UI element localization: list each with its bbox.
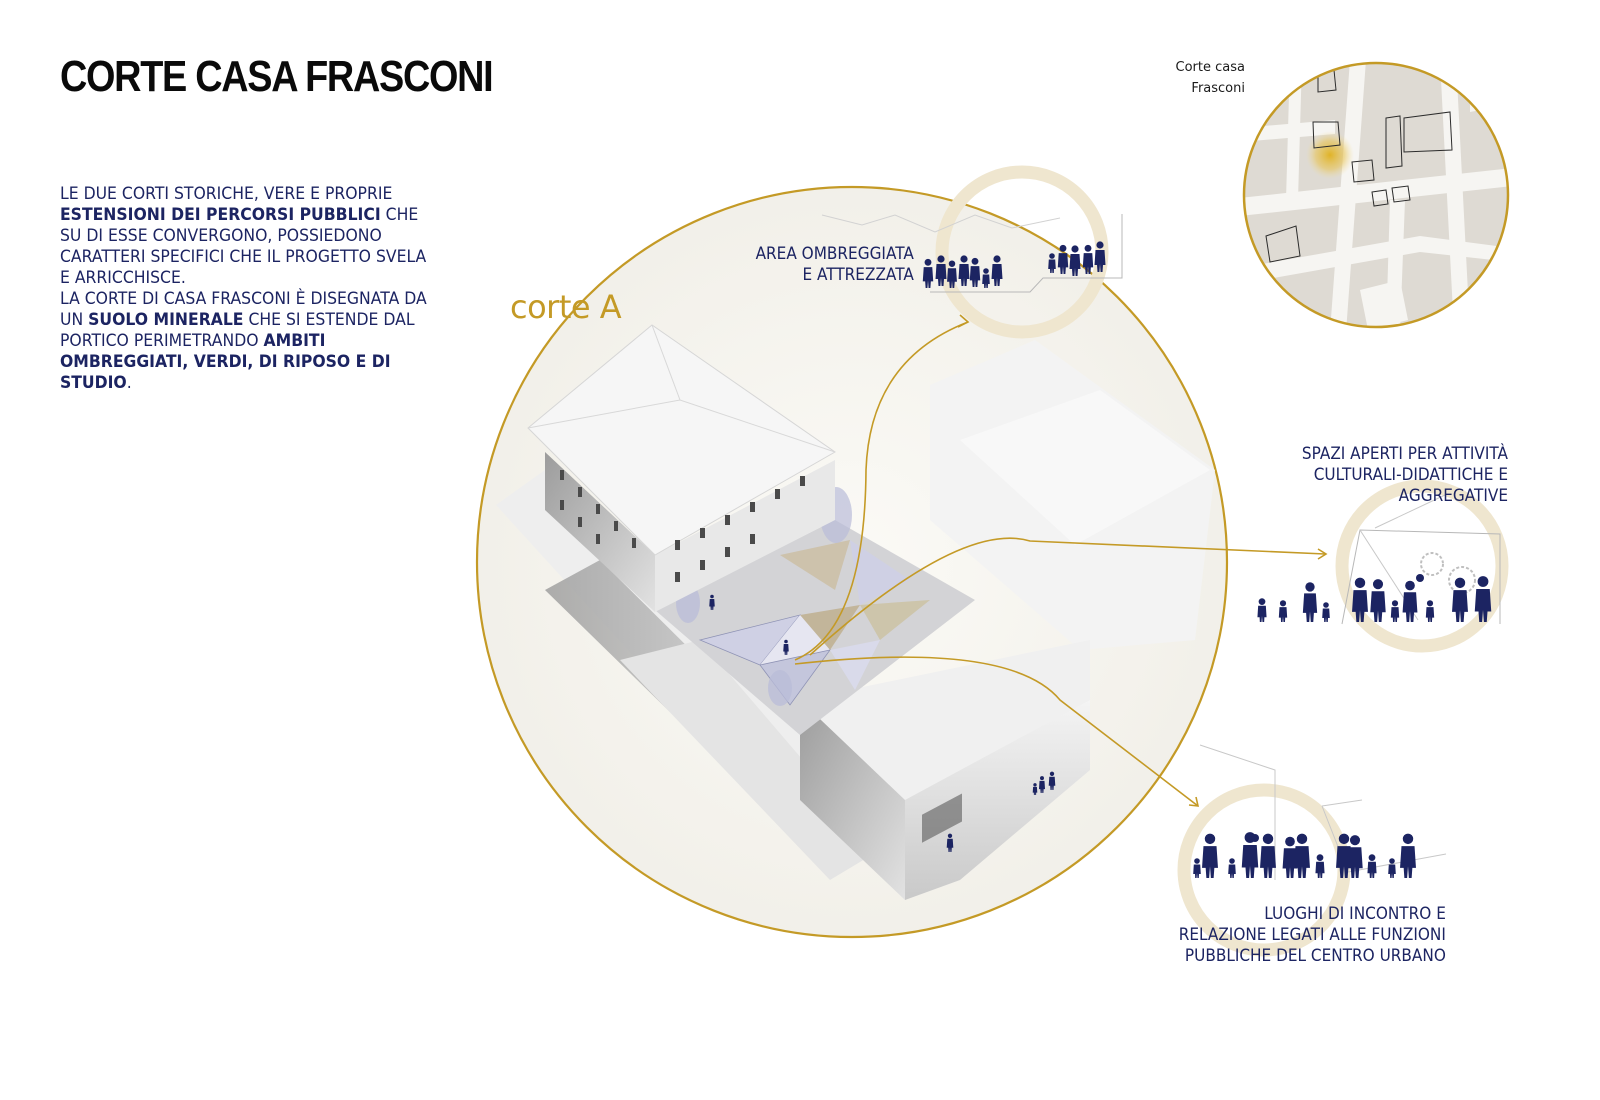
corte-label: corte A: [510, 288, 622, 326]
sketch-luoghi: [1193, 744, 1447, 880]
callout-line: CULTURALI-DIDATTICHE E: [1313, 465, 1508, 485]
arrow-area: [794, 321, 969, 661]
callout-line: E ATTREZZATA: [802, 265, 914, 285]
right-wing-opening: [922, 793, 962, 843]
intro-text-span: CHE SI ESTENDE DAL PORTICO PERIMETRANDO: [60, 310, 415, 351]
location-highlight: [1306, 131, 1354, 179]
intro-bold-span: SUOLO MINERALE: [88, 310, 244, 330]
right-wing-wall-left: [800, 700, 905, 900]
gear-icon: [1420, 552, 1444, 576]
street-lower: [620, 640, 880, 880]
intro-text-span: LA CORTE DI CASA FRASCONI È DISEGNATA DA…: [60, 289, 427, 330]
people-group-luoghi: [1193, 832, 1416, 878]
canopy-structure: [698, 540, 930, 706]
back-roof: [960, 390, 1210, 545]
callout-line: AREA OMBREGGIATA: [755, 244, 914, 264]
location-map: [1242, 61, 1510, 329]
building-windows: [560, 470, 805, 582]
intro-bold-span: ESTENSIONI DEI PERCORSI PUBBLICI: [60, 205, 381, 225]
ring-spazi: [1335, 479, 1509, 653]
intro-bold-span: AMBITI OMBREGGIATI, VERDI, DI RIPOSO E D…: [60, 331, 391, 393]
sketch-spazi: [1257, 494, 1501, 625]
intro-text-span: LE DUE CORTI STORICHE, VERE E PROPRIE: [60, 184, 393, 204]
callout-luoghi: LUOGHI DI INCONTRO E RELAZIONE LEGATI AL…: [1179, 904, 1446, 967]
isometric-building-model: [496, 324, 1215, 900]
shelter-bubble: [768, 670, 792, 706]
map-streets: [1244, 63, 1508, 327]
callout-line: RELAZIONE LEGATI ALLE FUNZIONI: [1178, 925, 1446, 945]
callout-area: AREA OMBREGGIATA E ATTREZZATA: [756, 244, 914, 286]
callout-line: AGGREGATIVE: [1398, 486, 1508, 506]
main-building-side: [545, 452, 655, 612]
callout-spazi: SPAZI APERTI PER ATTIVITÀ CULTURALI-DIDA…: [1302, 444, 1508, 507]
callout-line: PUBBLICHE DEL CENTRO URBANO: [1185, 946, 1446, 966]
main-building-front: [655, 460, 835, 612]
map-label: Corte casa Frasconi: [1176, 57, 1245, 99]
map-circle-border: [1242, 61, 1510, 329]
intro-paragraph-2: LA CORTE DI CASA FRASCONI È DISEGNATA DA…: [60, 289, 428, 394]
intro-paragraph-1: LE DUE CORTI STORICHE, VERE E PROPRIE ES…: [60, 184, 428, 289]
intro-text: LE DUE CORTI STORICHE, VERE E PROPRIE ES…: [60, 184, 428, 394]
callout-line: LUOGHI DI INCONTRO E: [1264, 904, 1446, 924]
ring-luoghi: [1177, 783, 1351, 957]
sketch-area: [821, 214, 1123, 293]
people-group-spazi: [1257, 574, 1492, 622]
arrow-spazi: [809, 537, 1326, 656]
callout-arrows: [794, 314, 1328, 807]
page-title: CORTE CASA FRASCONI: [60, 52, 494, 101]
arrow-luoghi: [794, 656, 1199, 807]
map-buildings: [1265, 69, 1453, 263]
intro-text-span: CHE SU DI ESSE CONVERGONO, POSSIEDONO CA…: [60, 205, 427, 288]
callout-line: SPAZI APERTI PER ATTIVITÀ: [1301, 444, 1508, 464]
map-label-line: Corte casa: [1175, 60, 1245, 75]
map-label-line: Frasconi: [1191, 81, 1245, 96]
intro-text-span: .: [126, 373, 132, 393]
